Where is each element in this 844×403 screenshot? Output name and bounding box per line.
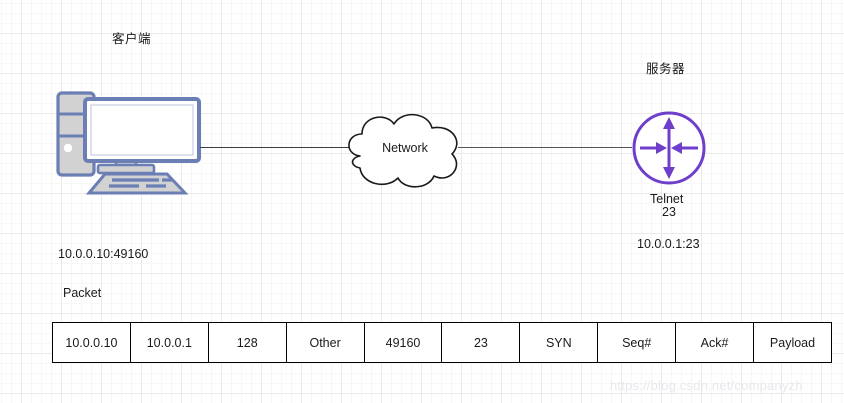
packet-field-dst-port: 23: [441, 322, 521, 363]
telnet-service-label: Telnet: [650, 192, 684, 206]
router-icon: [630, 109, 708, 187]
packet-caption: Packet: [63, 286, 102, 300]
packet-field-src-port: 49160: [363, 322, 443, 363]
client-address-label: 10.0.0.10:49160: [58, 247, 149, 261]
client-label: 客户端: [112, 32, 152, 46]
server-address-label: 10.0.0.1:23: [637, 237, 700, 251]
packet-field-payload: Payload: [753, 322, 832, 363]
cloud-icon: [340, 104, 470, 192]
packet-field-seq: Seq#: [597, 322, 677, 363]
link-client-network: [200, 147, 356, 148]
packet-field-flag: SYN: [519, 322, 599, 363]
watermark-text: https://blog.csdn.net/companyzh: [610, 378, 803, 393]
packet-field-other: Other: [285, 322, 365, 363]
packet-field-src-ip: 10.0.0.10: [52, 322, 131, 363]
server-label: 服务器: [646, 62, 686, 76]
packet-table: 10.0.0.10 10.0.0.1 128 Other 49160 23 SY…: [52, 322, 832, 363]
packet-field-ttl: 128: [207, 322, 287, 363]
telnet-port-label: 23: [662, 205, 676, 219]
packet-field-ack: Ack#: [675, 322, 755, 363]
desktop-computer-icon: [54, 90, 204, 200]
table-row: 10.0.0.10 10.0.0.1 128 Other 49160 23 SY…: [52, 322, 832, 363]
link-network-server: [458, 147, 632, 148]
packet-field-dst-ip: 10.0.0.1: [129, 322, 209, 363]
network-label: Network: [382, 141, 428, 155]
